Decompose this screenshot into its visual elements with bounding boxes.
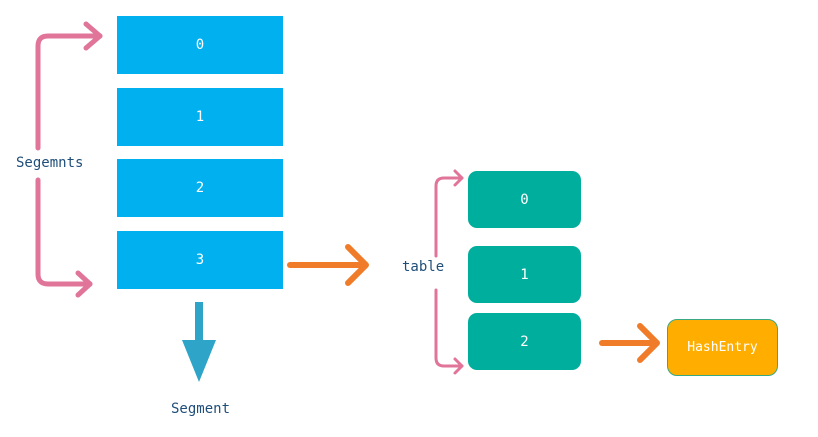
table-box-label: 0 [520,191,529,208]
hash-entry-label: HashEntry [687,340,758,355]
segments-label: Segemnts [16,155,84,171]
segment-box-label: 3 [195,252,205,268]
table-bracket-lower [434,288,464,368]
segment-label: Segment [171,401,231,417]
table-box-label: 1 [520,266,529,283]
segment-box-label: 0 [195,37,205,53]
segments-bracket-lower [35,177,93,287]
table-box-2: 2 [468,313,581,370]
segment-box-3: 3 [117,231,283,289]
table-bracket-upper [434,176,464,258]
segments-bracket-lower-head [75,270,93,298]
segments-bracket-upper-head [83,21,103,51]
table-box-label: 2 [520,333,529,350]
segments-bracket-upper [35,33,103,151]
table-bracket-upper-head [453,169,464,187]
segment-to-table-arrow [287,244,369,286]
segments-bracket [35,21,103,298]
table-box-0: 0 [468,171,581,228]
segment-box-label: 2 [195,180,205,196]
table-to-hashentry-arrow [599,323,660,363]
table-label: table [402,259,445,275]
table-bracket-lower-head [453,357,464,375]
segment-box-2: 2 [117,159,283,217]
down-arrow [182,302,216,382]
segment-box-label: 1 [195,109,205,125]
segment-box-1: 1 [117,88,283,146]
segment-box-0: 0 [117,16,283,74]
table-box-1: 1 [468,246,581,303]
hash-entry-box: HashEntry [667,319,778,376]
table-bracket [434,169,464,375]
